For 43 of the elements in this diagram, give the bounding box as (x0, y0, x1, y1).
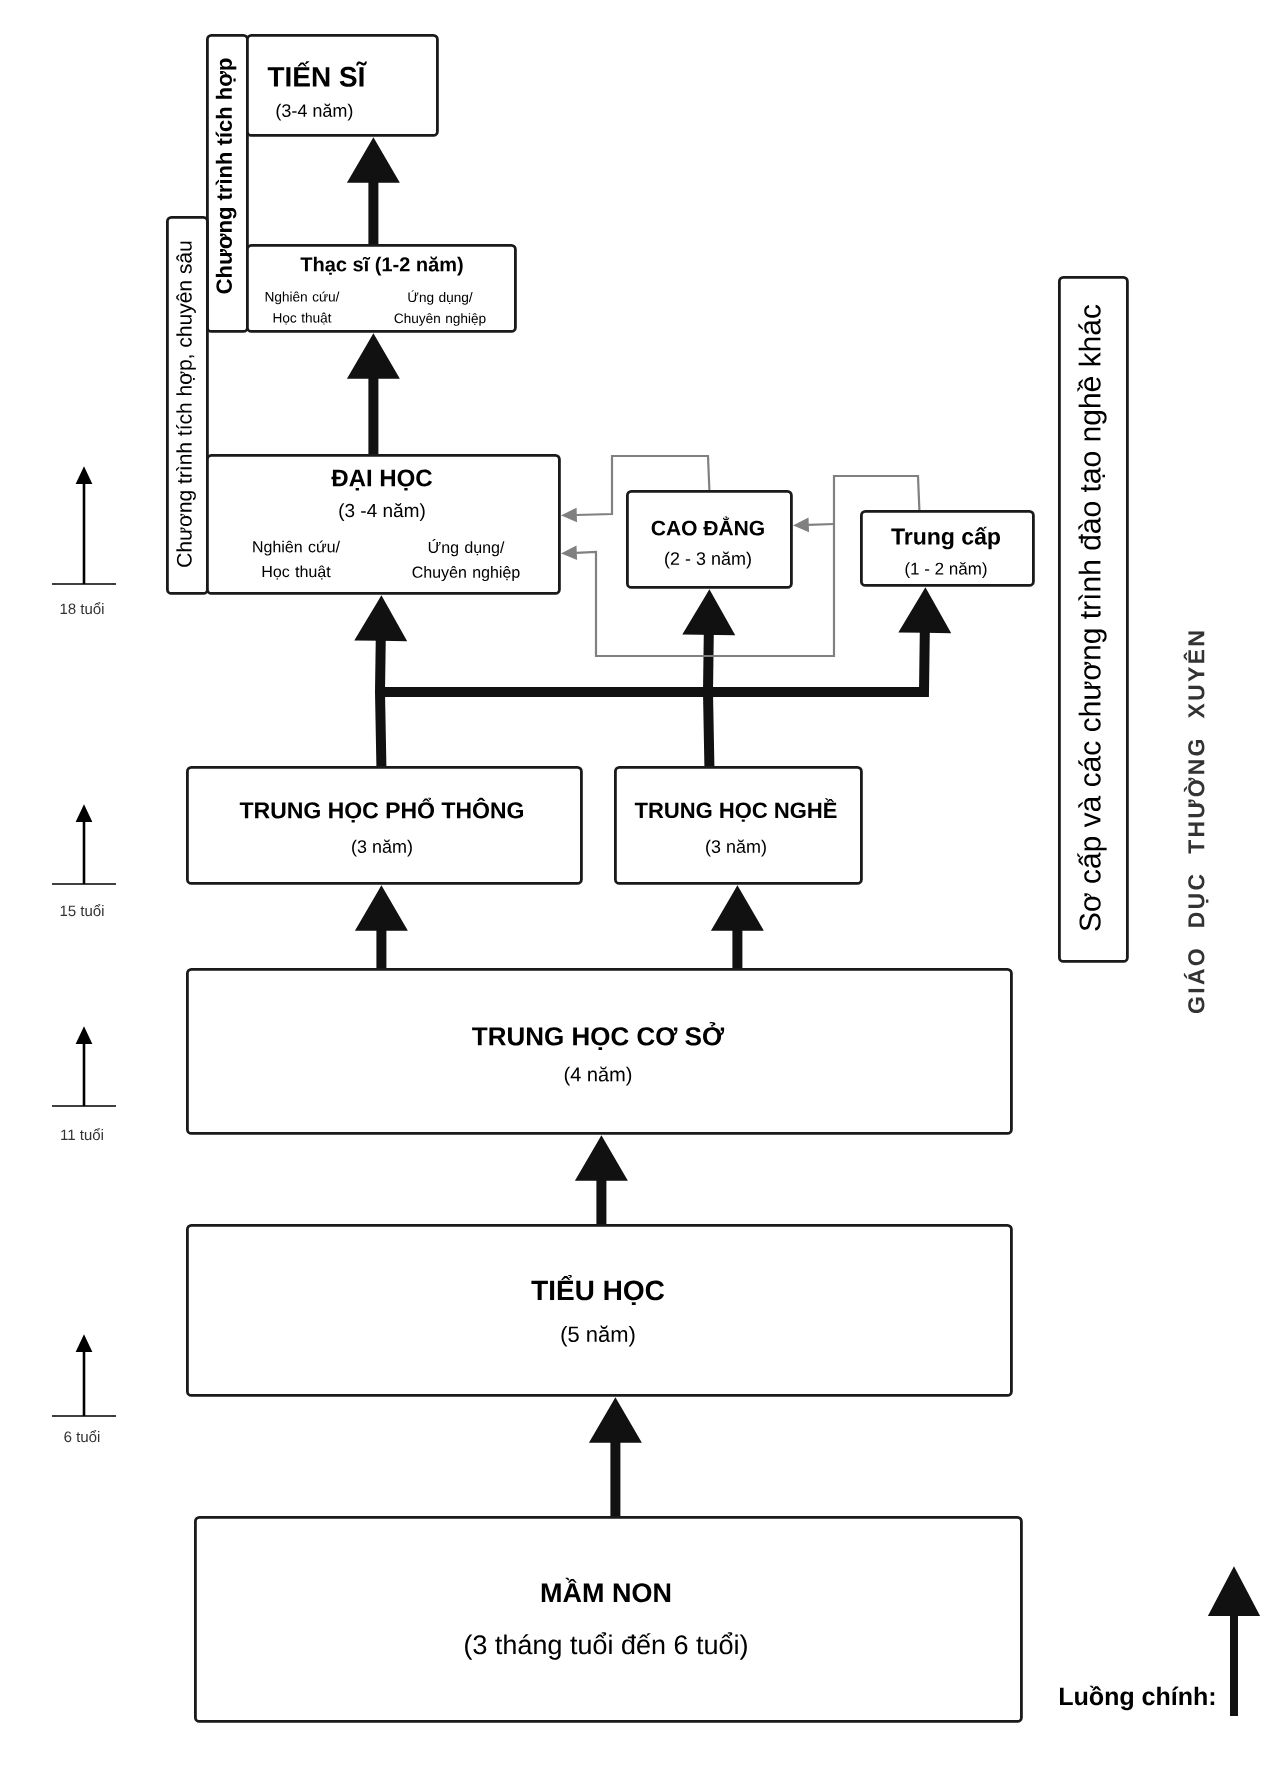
level-box (186, 968, 1013, 1135)
band-label: Chương trình tích hợp (215, 58, 237, 294)
level-box (206, 454, 561, 595)
duration-text: (3 -4 năm) (339, 503, 425, 521)
program-band (206, 34, 249, 333)
duration-text: (3-4 năm) (276, 103, 353, 121)
legend-label: Luồng chính: (1060, 1685, 1215, 1711)
track-label: Nghiên cứu/ Học thuật (253, 540, 340, 580)
box-heading: TIỂU HỌC (531, 1274, 665, 1306)
level-box (186, 1224, 1013, 1397)
box-heading: ĐẠI HỌC (331, 469, 432, 491)
side-label: GIÁO DỤC THƯỜNG XUYÊN (1183, 631, 1209, 1014)
box-heading: MẦM NON (541, 1577, 671, 1603)
program-label: Sơ cấp và các chương trình đào tạo nghề khác (1077, 304, 1107, 931)
program-band (166, 216, 209, 595)
level-box (614, 766, 863, 885)
program-box (1058, 276, 1129, 963)
box-heading: TRUNG HỌC CƠ SỞ (472, 1022, 725, 1050)
duration-text: (5 năm) (561, 1325, 635, 1347)
level-box (246, 34, 439, 137)
band-label: Chương trình tích hợp, chuyên sâu (176, 241, 196, 567)
duration-text: (3 năm) (352, 839, 412, 857)
box-heading: CAO ĐẲNG (651, 516, 764, 536)
connector-line (832, 474, 921, 524)
connector-line (380, 687, 708, 697)
box-heading: TRUNG HỌC PHỔ THÔNG (239, 797, 523, 823)
level-box (194, 1516, 1023, 1723)
box-heading: TIẾN SĨ (267, 61, 367, 87)
level-box (860, 510, 1035, 587)
duration-text: (2 - 3 năm) (665, 551, 751, 569)
duration-text: (4 năm) (564, 1066, 632, 1086)
level-box (186, 766, 583, 885)
connector-line (375, 691, 387, 767)
track-label: Ứng dụng/ Chuyên nghiệp (412, 539, 520, 581)
box-heading: Thạc sĩ (1-2 năm) (300, 256, 463, 276)
level-box (246, 244, 517, 333)
duration-text: (3 năm) (706, 839, 766, 857)
duration-text: (3 tháng tuổi đến 6 tuổi) (465, 1632, 747, 1660)
level-box (626, 490, 793, 589)
box-heading: Trung cấp (891, 526, 1000, 550)
duration-text: (1 - 2 năm) (905, 562, 987, 579)
connector-line (703, 691, 715, 767)
box-heading: TRUNG HỌC NGHỀ (634, 798, 837, 822)
